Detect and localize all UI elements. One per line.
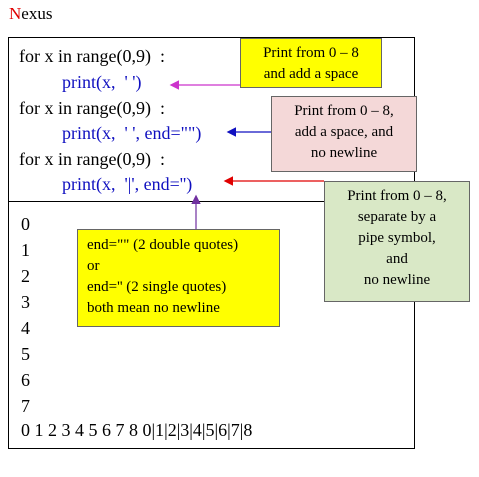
title-initial: N xyxy=(9,4,22,23)
callout-text: no newline xyxy=(310,145,378,161)
output-line: 0 xyxy=(21,214,30,234)
callout-text: both mean no newline xyxy=(87,300,220,316)
callout-text: separate by a xyxy=(357,209,437,225)
callout-text: Print from 0 – 8 xyxy=(263,45,359,61)
page-title: Nexus xyxy=(9,4,52,24)
code-line-4: print(x, ' ', end="") xyxy=(62,123,202,143)
code-line-3: for x in range(0,9) : xyxy=(19,98,165,118)
callout-text: or xyxy=(87,258,100,274)
code-output-divider xyxy=(8,201,415,202)
callout-text: Print from 0 – 8, xyxy=(347,188,447,204)
callout-text: pipe symbol, xyxy=(358,230,436,246)
callout-pipe-separator: Print from 0 – 8, separate by a pipe sym… xyxy=(324,181,470,302)
callout-text: and xyxy=(386,251,408,267)
callout-text: Print from 0 – 8, xyxy=(294,103,394,119)
output-line: 7 xyxy=(21,396,30,416)
callout-text: end='' (2 single quotes) xyxy=(87,279,227,295)
output-line: 4 xyxy=(21,318,30,338)
title-rest: exus xyxy=(21,4,53,23)
code-line-1: for x in range(0,9) : xyxy=(19,46,165,66)
output-line: 2 xyxy=(21,266,30,286)
output-line: 3 xyxy=(21,292,30,312)
code-line-6: print(x, '|', end='') xyxy=(62,174,193,194)
callout-print-space: Print from 0 – 8 and add a space xyxy=(240,38,382,88)
output-line-combined: 0 1 2 3 4 5 6 7 8 0|1|2|3|4|5|6|7|8 xyxy=(21,420,253,440)
callout-end-quotes: end="" (2 double quotes) or end='' (2 si… xyxy=(77,229,280,327)
code-line-5: for x in range(0,9) : xyxy=(19,149,165,169)
output-line: 1 xyxy=(21,240,30,260)
callout-text: no newline xyxy=(363,272,431,288)
callout-text: end="" (2 double quotes) xyxy=(87,237,239,253)
output-line: 6 xyxy=(21,370,30,390)
callout-print-no-newline: Print from 0 – 8, add a space, and no ne… xyxy=(271,96,417,172)
output-line: 5 xyxy=(21,344,30,364)
callout-text: add a space, and xyxy=(294,124,394,140)
callout-text: and add a space xyxy=(263,66,359,82)
code-line-2: print(x, ' ') xyxy=(62,72,142,92)
